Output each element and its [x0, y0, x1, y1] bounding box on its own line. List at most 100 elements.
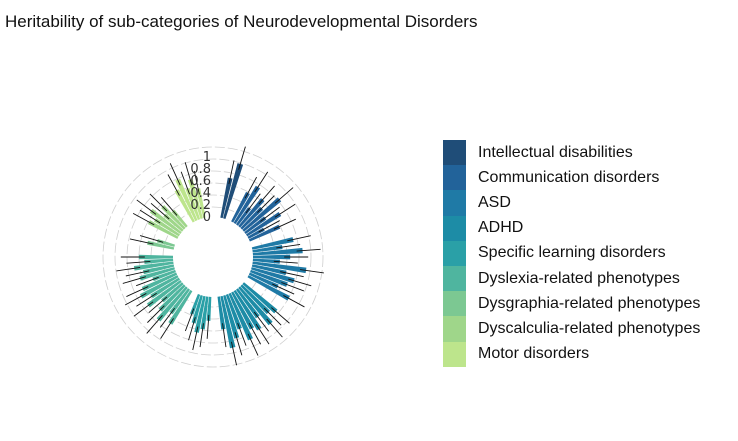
legend-swatch — [443, 291, 466, 317]
radial-tick-label: 0 — [203, 210, 211, 225]
bar — [189, 294, 201, 315]
bar — [144, 258, 174, 264]
bar — [168, 289, 193, 325]
bar — [225, 294, 242, 330]
bar — [236, 288, 260, 319]
bar — [152, 269, 176, 282]
error-bar — [146, 315, 163, 334]
error-bar — [188, 317, 196, 341]
bar — [133, 261, 174, 271]
error-bar — [139, 235, 164, 243]
legend-item: Specific learning disorders — [443, 240, 700, 266]
error-bar — [255, 323, 270, 345]
error-bar — [258, 185, 275, 205]
error-bar — [254, 171, 269, 193]
error-bar — [244, 176, 258, 199]
error-bar — [260, 206, 280, 222]
legend-item: Dyslexia-related phenotypes — [443, 265, 700, 292]
bar — [147, 220, 179, 239]
error-bar — [274, 203, 296, 218]
bar — [146, 280, 182, 308]
bar — [149, 208, 182, 234]
error-bar — [247, 333, 259, 356]
bar — [251, 264, 287, 276]
error-bar — [125, 293, 147, 306]
error-bar — [126, 286, 149, 297]
error-bar — [258, 220, 280, 233]
bar — [252, 247, 303, 256]
grid-ring — [102, 146, 324, 368]
bar — [138, 254, 174, 260]
bar — [156, 238, 175, 247]
legend-label: Specific learning disorders — [478, 244, 666, 262]
legend-item: Dysgraphia-related phenotypes — [443, 291, 700, 317]
bar — [174, 189, 195, 223]
error-bar — [139, 209, 161, 224]
bar — [220, 177, 233, 219]
error-bar — [228, 160, 235, 185]
error-bar — [169, 163, 181, 186]
bar — [248, 272, 279, 289]
bar — [196, 188, 206, 219]
error-bar — [234, 332, 243, 356]
legend-label: Motor disorders — [478, 345, 590, 363]
bar — [185, 187, 201, 220]
bar — [147, 240, 175, 250]
bar — [231, 291, 255, 330]
bar — [251, 237, 294, 250]
bar — [150, 277, 181, 299]
radial-tick-label: 0.2 — [190, 198, 211, 213]
error-bar — [192, 326, 199, 351]
legend-item: ASD — [443, 190, 700, 216]
bar — [233, 289, 262, 331]
bar — [141, 272, 178, 292]
bar — [252, 254, 291, 260]
error-bar — [133, 301, 154, 317]
legend-item: Dyscalculia-related phenotypes — [443, 316, 700, 342]
legend-label: ADHD — [478, 219, 524, 237]
bar — [252, 244, 283, 253]
error-bar — [167, 174, 180, 196]
bar — [139, 275, 179, 299]
bar — [139, 267, 175, 281]
error-bar — [245, 193, 261, 214]
error-bar — [184, 162, 193, 186]
error-bar — [160, 318, 174, 339]
error-bar — [238, 146, 246, 170]
error-bar — [148, 296, 168, 314]
bar — [220, 295, 236, 349]
bar — [231, 191, 250, 223]
bar — [247, 275, 290, 301]
error-bar — [147, 305, 165, 323]
legend-label: ASD — [478, 193, 511, 211]
radial-tick-label: 0.6 — [190, 174, 211, 189]
error-bar — [136, 276, 159, 287]
legend-swatch — [443, 165, 466, 191]
error-bar — [206, 314, 210, 339]
legend-label: Communication disorders — [478, 168, 660, 186]
error-bar — [272, 283, 295, 295]
bar — [245, 211, 282, 237]
error-bar — [159, 307, 176, 328]
legend-swatch — [443, 316, 466, 342]
error-bar — [160, 197, 178, 216]
legend-item: Intellectual disabilities — [443, 140, 700, 166]
error-bar — [129, 238, 154, 245]
bar — [242, 197, 282, 232]
bar — [200, 296, 209, 330]
error-bar — [287, 235, 311, 242]
bar — [191, 295, 203, 324]
radial-tick-label: 0.8 — [190, 162, 211, 177]
legend-label: Intellectual disabilities — [478, 143, 633, 161]
bar — [247, 227, 265, 239]
error-bar — [273, 218, 296, 230]
error-bar — [266, 318, 283, 338]
error-bar — [116, 267, 141, 272]
bar — [250, 269, 288, 287]
error-bar — [288, 278, 312, 287]
legend-swatch — [443, 240, 466, 266]
error-bar — [276, 244, 301, 249]
legend-swatch — [443, 190, 466, 216]
error-bar — [281, 282, 305, 292]
bar — [217, 296, 226, 330]
